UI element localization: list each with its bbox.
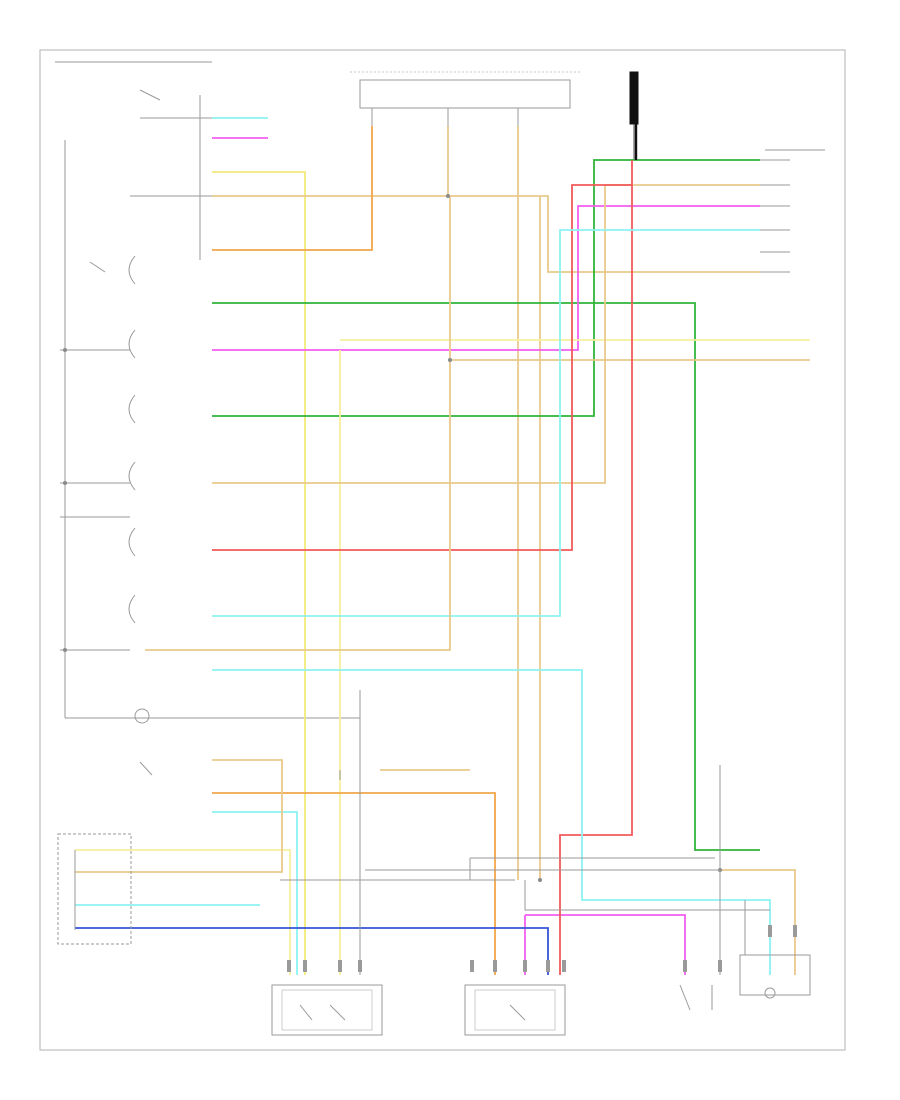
wire-cyan-low — [212, 669, 771, 975]
wire-red-low — [559, 160, 633, 975]
wire-tan-upper — [212, 126, 449, 197]
left-switch-column — [60, 89, 360, 776]
connector-pins — [287, 925, 797, 972]
diagram-frame — [39, 49, 846, 1051]
wire-green-upper — [212, 302, 760, 851]
wire-blue-box — [75, 927, 549, 975]
wire-green-mid — [212, 159, 760, 417]
junction-dots — [63, 194, 722, 882]
lower-module-left — [271, 984, 383, 1036]
wire-pink-right — [525, 914, 686, 975]
wire-cyan-mid — [212, 229, 760, 617]
lower-switch — [679, 984, 713, 1011]
wire-red — [212, 184, 632, 551]
wire-pink-mid — [212, 205, 760, 351]
wire-tan-650 — [145, 196, 451, 651]
wire-orange-low — [212, 792, 496, 975]
wire-yellow-main — [212, 171, 306, 975]
wire-tan-box — [75, 759, 283, 873]
shielded-cable — [629, 71, 639, 125]
wire-tan-483 — [212, 184, 760, 484]
wire-tan-to-right — [448, 195, 760, 273]
right-terminal-stubs — [760, 149, 825, 273]
wire-tan-box-right — [720, 869, 796, 975]
wire-yellow-box — [75, 849, 291, 975]
lower-module-right — [739, 954, 811, 999]
left-module-box — [57, 833, 132, 945]
lower-harness-frame — [280, 857, 770, 955]
lower-module-center — [464, 984, 566, 1036]
top-connector-block — [350, 71, 580, 126]
wire-cyan-left — [212, 811, 298, 975]
wire-orange-top — [212, 126, 373, 251]
